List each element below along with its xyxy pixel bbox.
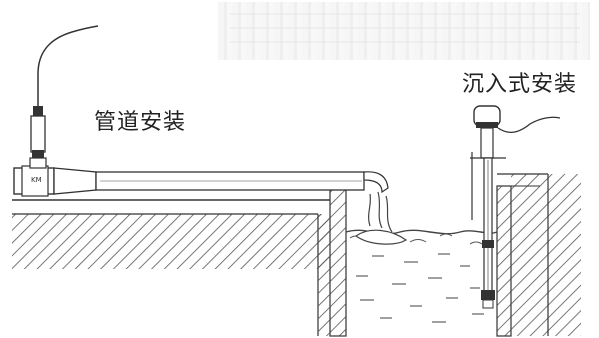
tank-water — [345, 229, 498, 323]
submerged-install-label: 沉入式安装 — [462, 72, 578, 97]
blurred-header-area — [218, 2, 590, 60]
water-outflow — [354, 191, 408, 245]
header-lines — [230, 13, 580, 43]
svg-text:KM: KM — [31, 176, 42, 184]
tank-left-wall — [317, 185, 347, 337]
pipe-install-label: 管道安装 — [94, 110, 187, 135]
pipe-mounted-sensor-icon: KM — [29, 25, 99, 184]
pipe — [13, 165, 389, 197]
submerged-probe-sensor-icon — [470, 105, 561, 309]
left-ground — [12, 199, 330, 269]
tank-right-wall — [496, 173, 581, 337]
